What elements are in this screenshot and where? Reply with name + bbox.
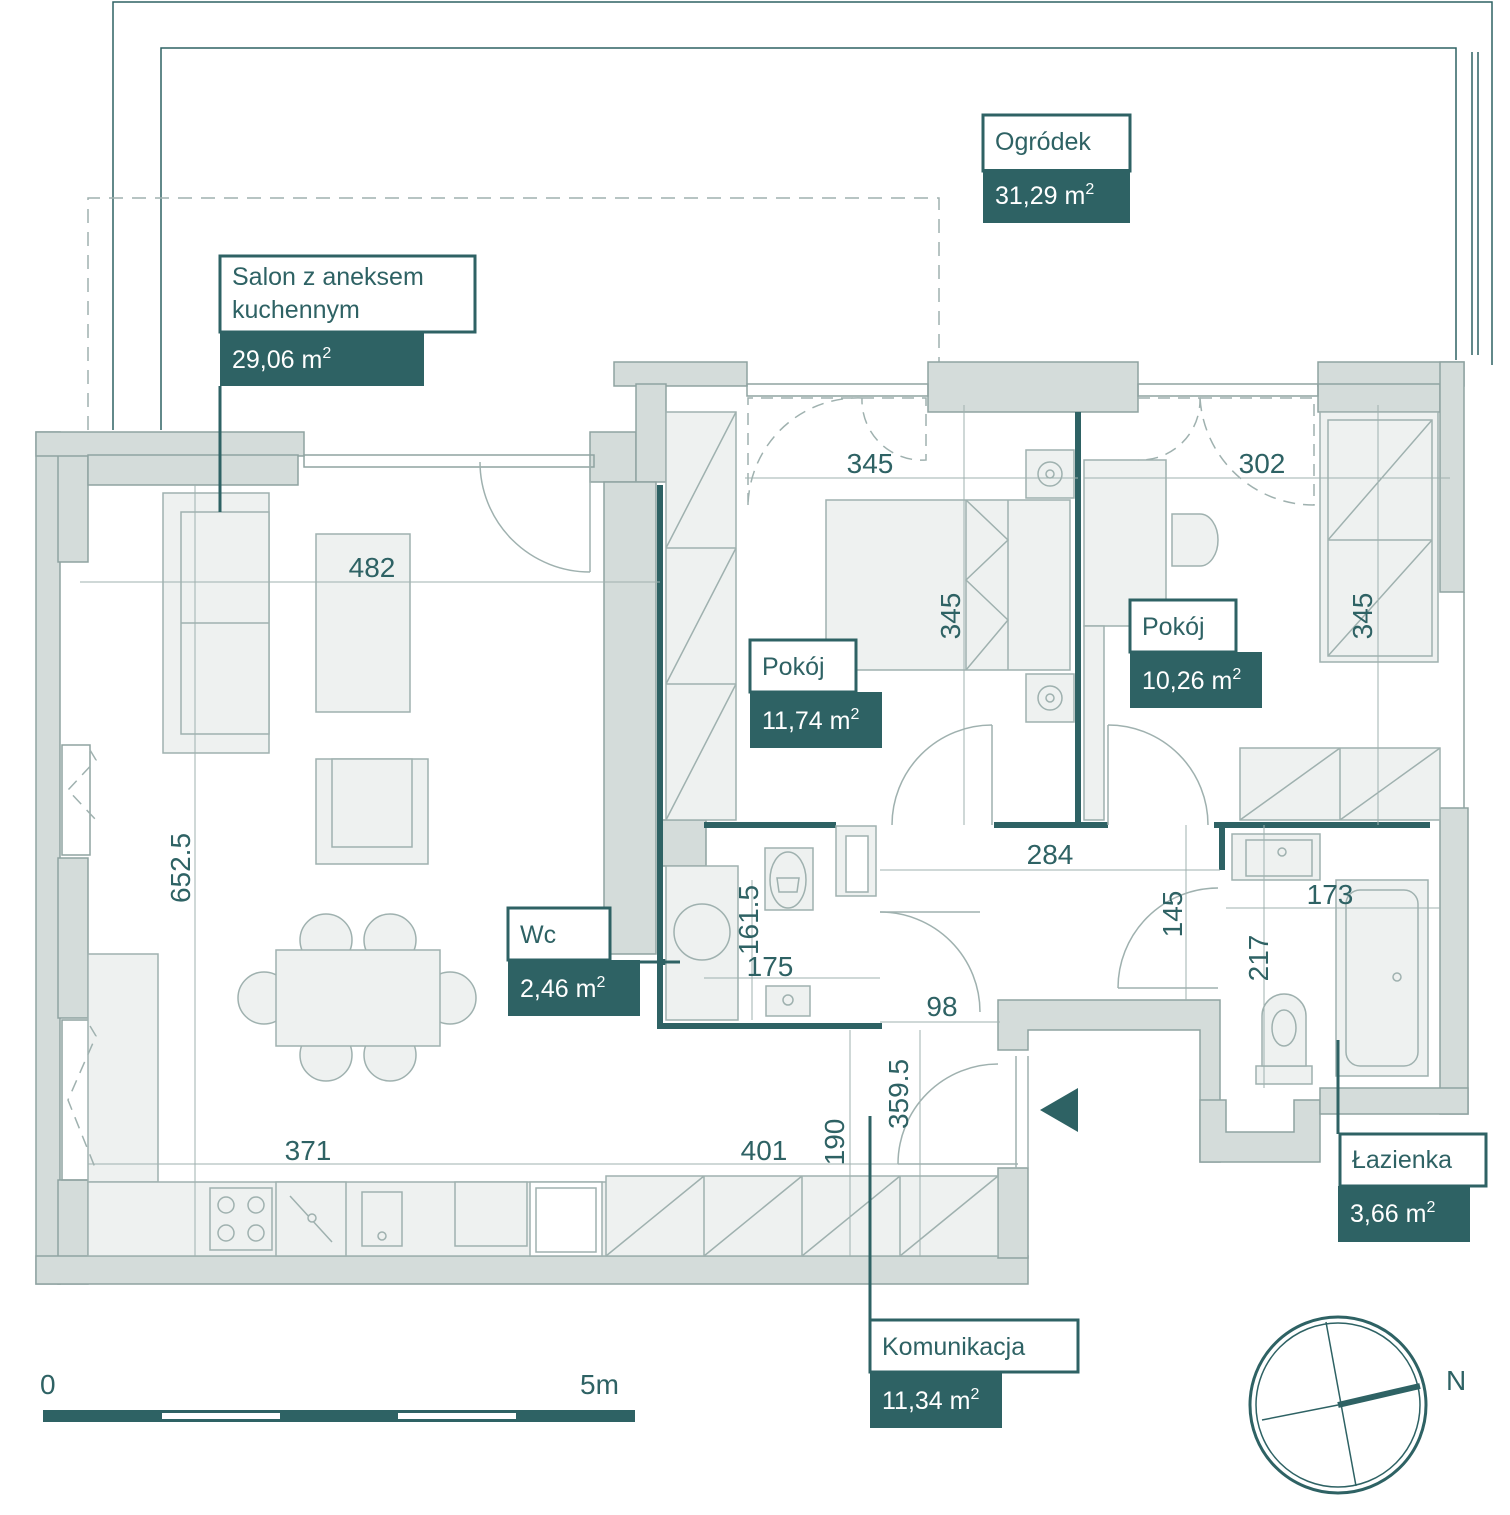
dim-bedroom1-width: 345: [847, 448, 894, 479]
svg-text:29,06 m2: 29,06 m2: [232, 345, 331, 374]
dim-bathroom-width: 173: [1307, 879, 1354, 910]
svg-text:11,74 m2: 11,74 m2: [762, 706, 859, 735]
furniture: [87, 411, 1441, 1257]
room-label-lazienka: Łazienka 3,66 m2: [1338, 1132, 1488, 1242]
dim-kitchen-width-left: 371: [285, 1135, 332, 1166]
dim-kitchen-depth: 190: [819, 1119, 850, 1166]
room-name: Pokój: [762, 653, 825, 681]
compass-north-needle-icon: [1337, 1383, 1421, 1408]
room-area: 11,34 m: [882, 1387, 970, 1415]
room-area-sup: 2: [1085, 181, 1094, 198]
scale-end-label: 5m: [580, 1369, 619, 1400]
room-area-sup: 2: [596, 974, 605, 991]
room-name: Pokój: [1142, 613, 1205, 641]
dim-wc-width: 175: [747, 951, 794, 982]
window-swings: [66, 397, 1315, 1171]
room-name-line2: kuchennym: [232, 296, 360, 324]
room-label-ogrodek: Ogródek 31,29 m2: [981, 113, 1132, 223]
room-area-sup: 2: [850, 706, 859, 723]
scale-bar: 0 5m: [40, 1369, 635, 1422]
dimension-lines: [80, 405, 1450, 1256]
room-label-komunikacja: Komunikacja 11,34 m2: [868, 1318, 1080, 1428]
dimension-texts: 345 302 482 345 345 652.5 284 145 173 16…: [165, 448, 1378, 1166]
dim-entry-width: 98: [926, 991, 957, 1022]
svg-text:3,66 m2: 3,66 m2: [1350, 1199, 1435, 1228]
dim-wc-depth: 161.5: [733, 885, 764, 955]
room-area-sup: 2: [1232, 666, 1241, 683]
compass-ring: [1248, 1315, 1428, 1495]
room-area-sup: 2: [322, 345, 331, 362]
svg-text:31,29 m2: 31,29 m2: [995, 181, 1094, 210]
dim-bedroom2-width: 302: [1239, 448, 1286, 479]
room-label-pokoj-1: Pokój 11,74 m2: [748, 638, 882, 748]
dim-bedroom2-depth: 345: [1347, 593, 1378, 640]
dim-hall-width: 284: [1027, 839, 1074, 870]
room-area-sup: 2: [970, 1386, 979, 1403]
room-area-sup: 2: [1426, 1199, 1435, 1216]
room-label-pokoj-2: Pokój 10,26 m2: [1128, 598, 1262, 708]
dim-bedroom1-depth: 345: [935, 593, 966, 640]
room-name: Salon z aneksem: [232, 263, 424, 291]
walls: [35, 361, 1469, 1285]
svg-text:11,34 m2: 11,34 m2: [882, 1386, 979, 1415]
leader-lines: [218, 386, 1340, 1320]
room-area: 29,06 m: [232, 346, 322, 374]
room-area: 11,74 m: [762, 707, 850, 735]
room-area: 31,29 m: [995, 182, 1085, 210]
scale-start-label: 0: [40, 1369, 56, 1400]
compass-north-label: N: [1446, 1365, 1466, 1396]
dim-living-depth: 652.5: [165, 833, 196, 903]
room-name: Wc: [520, 921, 556, 949]
garden-outline: [112, 1, 1493, 430]
dim-bathroom-depth: 217: [1243, 935, 1274, 982]
room-name: Łazienka: [1352, 1146, 1452, 1174]
svg-text:10,26 m2: 10,26 m2: [1142, 666, 1241, 695]
compass: N: [1248, 1315, 1466, 1495]
svg-text:2,46 m2: 2,46 m2: [520, 974, 605, 1003]
room-name: Komunikacja: [882, 1333, 1025, 1361]
room-label-wc: Wc 2,46 m2: [506, 906, 640, 1016]
doors: [479, 461, 1219, 1168]
room-area: 10,26 m: [1142, 667, 1232, 695]
terrace-dashed-outline: [87, 197, 940, 430]
dim-hall-depth: 145: [1157, 891, 1188, 938]
dim-entry-depth: 359.5: [883, 1059, 914, 1129]
room-area: 2,46 m: [520, 975, 596, 1003]
dim-living-width: 482: [349, 552, 396, 583]
entrance-arrow-icon: [1040, 1088, 1078, 1132]
room-label-salon: Salon z aneksem kuchennym 29,06 m2: [218, 254, 477, 386]
dim-kitchen-width-right: 401: [741, 1135, 788, 1166]
accent-walls: [657, 412, 1430, 1029]
room-name: Ogródek: [995, 128, 1091, 156]
room-area: 3,66 m: [1350, 1200, 1426, 1228]
